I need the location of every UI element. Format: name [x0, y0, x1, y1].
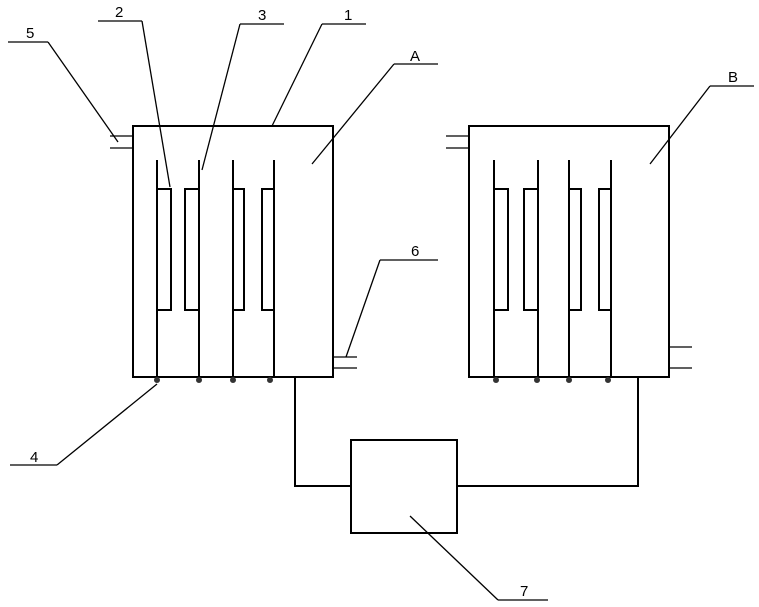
electrode-b3 [568, 188, 582, 311]
tank-b [446, 125, 692, 383]
terminal-a2 [196, 377, 202, 383]
terminal-b2 [534, 377, 540, 383]
terminal-b4 [605, 377, 611, 383]
leader-lines [8, 20, 754, 601]
tank-a [110, 125, 357, 383]
electrode-a1 [156, 188, 172, 311]
terminal-b1 [493, 377, 499, 383]
terminal-a4 [267, 377, 273, 383]
label-b: B [728, 69, 738, 86]
label-4: 4 [30, 449, 38, 466]
label-2: 2 [115, 4, 123, 21]
label-5: 5 [26, 25, 34, 42]
electrode-b2 [523, 188, 539, 311]
terminal-b3 [566, 377, 572, 383]
electrode-a2 [184, 188, 200, 311]
electrode-a4 [261, 188, 275, 311]
electrode-a3 [232, 188, 245, 311]
terminal-a1 [154, 377, 160, 383]
electrode-b4 [598, 188, 612, 311]
terminal-a3 [230, 377, 236, 383]
label-6: 6 [411, 243, 419, 260]
label-3: 3 [258, 7, 266, 24]
connection-pipe-right [457, 377, 639, 487]
label-a: A [410, 48, 420, 65]
connection-pipe-left [294, 377, 351, 487]
electrode-b1 [493, 188, 509, 311]
label-1: 1 [344, 7, 352, 24]
device-box-7 [350, 439, 458, 534]
label-7: 7 [520, 583, 528, 600]
